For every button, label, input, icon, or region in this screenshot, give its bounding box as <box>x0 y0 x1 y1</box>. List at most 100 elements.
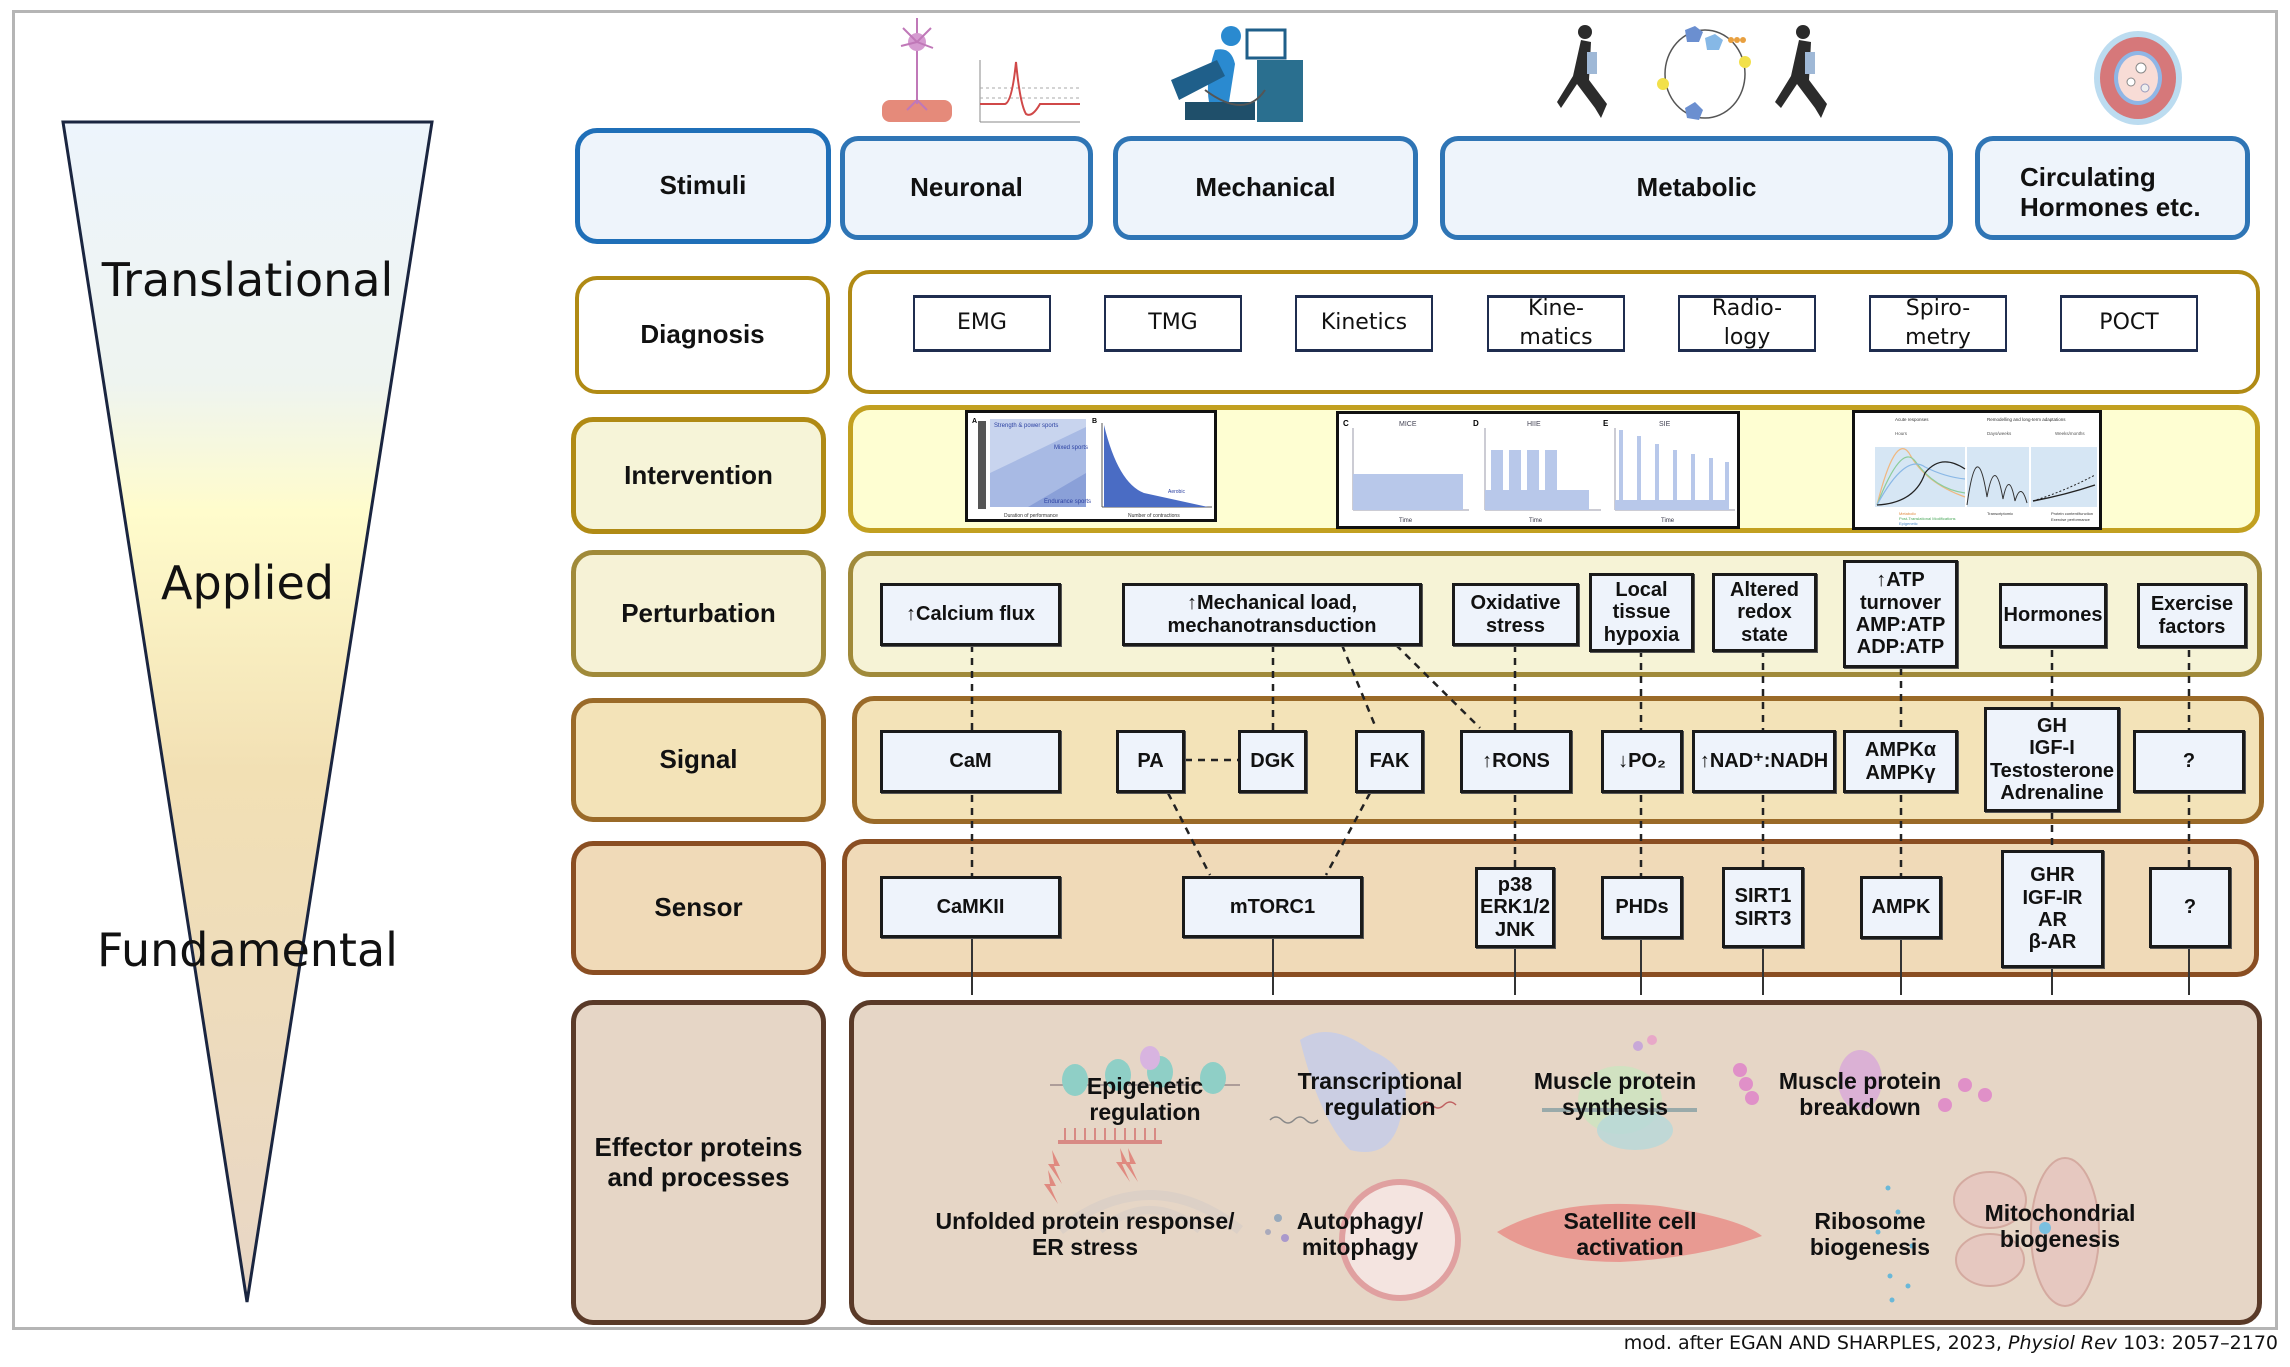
blood-vessel-icon <box>2093 30 2183 126</box>
svg-text:Remodelling and long-term adap: Remodelling and long-term adaptations <box>1987 417 2066 422</box>
signal-po2[interactable]: ↓PO₂ <box>1601 730 1683 793</box>
diagnosis-spirometry[interactable]: Spiro- metry <box>1869 295 2007 352</box>
effector-unfolded-protein-response[interactable]: Unfolded protein response/ ER stress <box>935 1208 1235 1261</box>
signal-cam[interactable]: CaM <box>880 730 1061 793</box>
stimulus-mechanical[interactable]: Mechanical <box>1113 136 1418 240</box>
panel-label-b: B <box>1092 418 1097 425</box>
panel-label-c: C <box>1343 419 1349 428</box>
svg-text:MICE: MICE <box>1399 421 1417 428</box>
effector-ribosome-biogenesis[interactable]: Ribosome biogenesis <box>1809 1208 1931 1261</box>
signal-pa[interactable]: PA <box>1116 730 1185 793</box>
svg-text:Post-Translational Modificatio: Post-Translational Modifications <box>1899 516 1956 521</box>
svg-text:Transcriptomic: Transcriptomic <box>1987 511 2013 516</box>
panel-label-a: A <box>972 418 977 425</box>
perturbation-tissue-hypoxia[interactable]: Local tissue hypoxia <box>1589 573 1694 652</box>
adaptation-timecourse-chart: Acute responses Remodelling and long-ter… <box>1875 417 2097 526</box>
effector-mitochondrial-biogenesis[interactable]: Mitochondrial biogenesis <box>1984 1200 2136 1253</box>
figure-frame <box>12 10 2278 1330</box>
sensor-ampk[interactable]: AMPK <box>1860 876 1942 939</box>
effector-satellite-cell-activation[interactable]: Satellite cell activation <box>1563 1208 1697 1261</box>
signal-dgk[interactable]: DGK <box>1238 730 1307 793</box>
stimulus-neuronal[interactable]: Neuronal <box>840 136 1093 240</box>
signal-fak[interactable]: FAK <box>1355 730 1424 793</box>
runners-metabolism-icon <box>1555 22 1855 126</box>
row-label-effector: Effector proteins and processes <box>571 1000 826 1325</box>
signal-hormones[interactable]: GH IGF-I Testosterone Adrenaline <box>1984 707 2120 812</box>
effector-protein-breakdown[interactable]: Muscle protein breakdown <box>1778 1068 1942 1121</box>
perturbation-oxidative-stress[interactable]: Oxidative stress <box>1452 583 1579 646</box>
svg-text:Weeks/months: Weeks/months <box>2055 431 2085 436</box>
row-label-signal: Signal <box>571 698 826 822</box>
svg-text:Exercise performance: Exercise performance <box>2051 517 2091 522</box>
panel-label-d: D <box>1473 419 1479 428</box>
row-label-sensor: Sensor <box>571 841 826 975</box>
svg-text:Time: Time <box>1399 518 1413 524</box>
sensor-camkii[interactable]: CaMKII <box>880 876 1061 938</box>
sensor-hormone-receptors[interactable]: GHR IGF-IR AR β-AR <box>2001 850 2104 968</box>
svg-text:Time: Time <box>1529 518 1543 524</box>
row-label-stimuli: Stimuli <box>575 128 831 244</box>
svg-text:Days/weeks: Days/weeks <box>1987 431 2012 436</box>
sensor-unknown[interactable]: ? <box>2149 867 2231 948</box>
perturbation-mechanical-load[interactable]: ↑Mechanical load, mechanotransduction <box>1122 583 1422 646</box>
diagnosis-radiology[interactable]: Radio- logy <box>1678 295 1816 352</box>
svg-text:Time: Time <box>1661 518 1675 524</box>
svg-text:Endurance sports: Endurance sports <box>1044 499 1091 505</box>
perturbation-redox-state[interactable]: Altered redox state <box>1712 573 1817 652</box>
svg-text:Number of contractions: Number of contractions <box>1128 513 1180 519</box>
row-label-intervention: Intervention <box>571 417 826 534</box>
row-label-perturbation: Perturbation <box>571 550 826 677</box>
signal-unknown[interactable]: ? <box>2133 730 2245 793</box>
row-label-diagnosis: Diagnosis <box>575 276 830 394</box>
stimulus-circulating-hormones[interactable]: Circulating Hormones etc. <box>1975 136 2250 240</box>
stimulus-metabolic[interactable]: Metabolic <box>1440 136 1953 240</box>
diagnosis-tmg[interactable]: TMG <box>1104 295 1242 352</box>
signal-ampk-subunits[interactable]: AMPKα AMPKγ <box>1843 730 1958 793</box>
sensor-mtorc1[interactable]: mTORC1 <box>1182 876 1363 938</box>
svg-text:HIIE: HIIE <box>1527 421 1541 428</box>
diagnosis-kinematics[interactable]: Kine- matics <box>1487 295 1625 352</box>
svg-text:Acute responses: Acute responses <box>1895 417 1929 422</box>
exercise-protocol-charts: C MICE Time D HIIE Time E SIE Time <box>1343 419 1735 524</box>
svg-text:Strength & power sports: Strength & power sports <box>994 423 1058 429</box>
perturbation-exercise-factors[interactable]: Exercise factors <box>2137 583 2247 648</box>
effector-transcriptional-regulation[interactable]: Transcriptional regulation <box>1297 1068 1463 1121</box>
credit-authors: EGAN AND SHARPLES, 2023, <box>1728 1332 2002 1354</box>
svg-text:Epigenetic: Epigenetic <box>1899 521 1918 526</box>
diagnosis-emg[interactable]: EMG <box>913 295 1051 352</box>
pyramid-triangle <box>61 120 434 1303</box>
sensor-phds[interactable]: PHDs <box>1601 876 1683 939</box>
diagnosis-kinetics[interactable]: Kinetics <box>1295 295 1433 352</box>
credit-prefix: mod. after <box>1623 1332 1723 1354</box>
credit-journal: Physiol Rev <box>2008 1332 2118 1354</box>
effector-protein-synthesis[interactable]: Muscle protein synthesis <box>1533 1068 1697 1121</box>
level-fundamental: Fundamental <box>97 923 398 977</box>
diagnosis-poct[interactable]: POCT <box>2060 295 2198 352</box>
svg-text:Metabolic: Metabolic <box>1899 511 1916 516</box>
effector-epigenetic-regulation[interactable]: Epigenetic regulation <box>1086 1073 1204 1126</box>
sensor-mapk[interactable]: p38 ERK1/2 JNK <box>1475 867 1555 948</box>
research-level-pyramid: Translational Applied Fundamental <box>60 118 435 1306</box>
panel-label-e: E <box>1603 419 1609 428</box>
intervention-figure-sport-types[interactable]: A Strength & power sports Mixed sports E… <box>965 410 1217 522</box>
svg-text:SIE: SIE <box>1659 421 1671 428</box>
effector-panel <box>849 1000 2262 1325</box>
level-translational: Translational <box>101 253 394 307</box>
signal-nad-nadh[interactable]: ↑NAD⁺:NADH <box>1692 730 1836 793</box>
neuron-action-potential-icon <box>880 14 1080 126</box>
intervention-figure-exercise-protocols[interactable]: C MICE Time D HIIE Time E SIE Time <box>1336 411 1740 529</box>
svg-text:Duration of performance: Duration of performance <box>1004 513 1058 519</box>
svg-text:Hours: Hours <box>1895 431 1908 436</box>
svg-text:Aerobic: Aerobic <box>1168 489 1185 495</box>
credit-reference: 103: 2057–2170 <box>2123 1332 2278 1354</box>
perturbation-atp-turnover[interactable]: ↑ATP turnover AMP:ATP ADP:ATP <box>1843 560 1958 668</box>
level-applied: Applied <box>161 556 334 610</box>
svg-text:Mixed sports: Mixed sports <box>1054 445 1088 451</box>
signal-rons[interactable]: ↑RONS <box>1460 730 1572 793</box>
sensor-sirtuins[interactable]: SIRT1 SIRT3 <box>1722 867 1804 948</box>
effector-autophagy[interactable]: Autophagy/ mitophagy <box>1296 1208 1424 1261</box>
intervention-figure-adaptation-timecourse[interactable]: Acute responses Remodelling and long-ter… <box>1852 410 2102 530</box>
perturbation-hormones[interactable]: Hormones <box>1999 583 2107 648</box>
ergometer-icon <box>1165 20 1325 126</box>
perturbation-calcium-flux[interactable]: ↑Calcium flux <box>880 583 1061 646</box>
